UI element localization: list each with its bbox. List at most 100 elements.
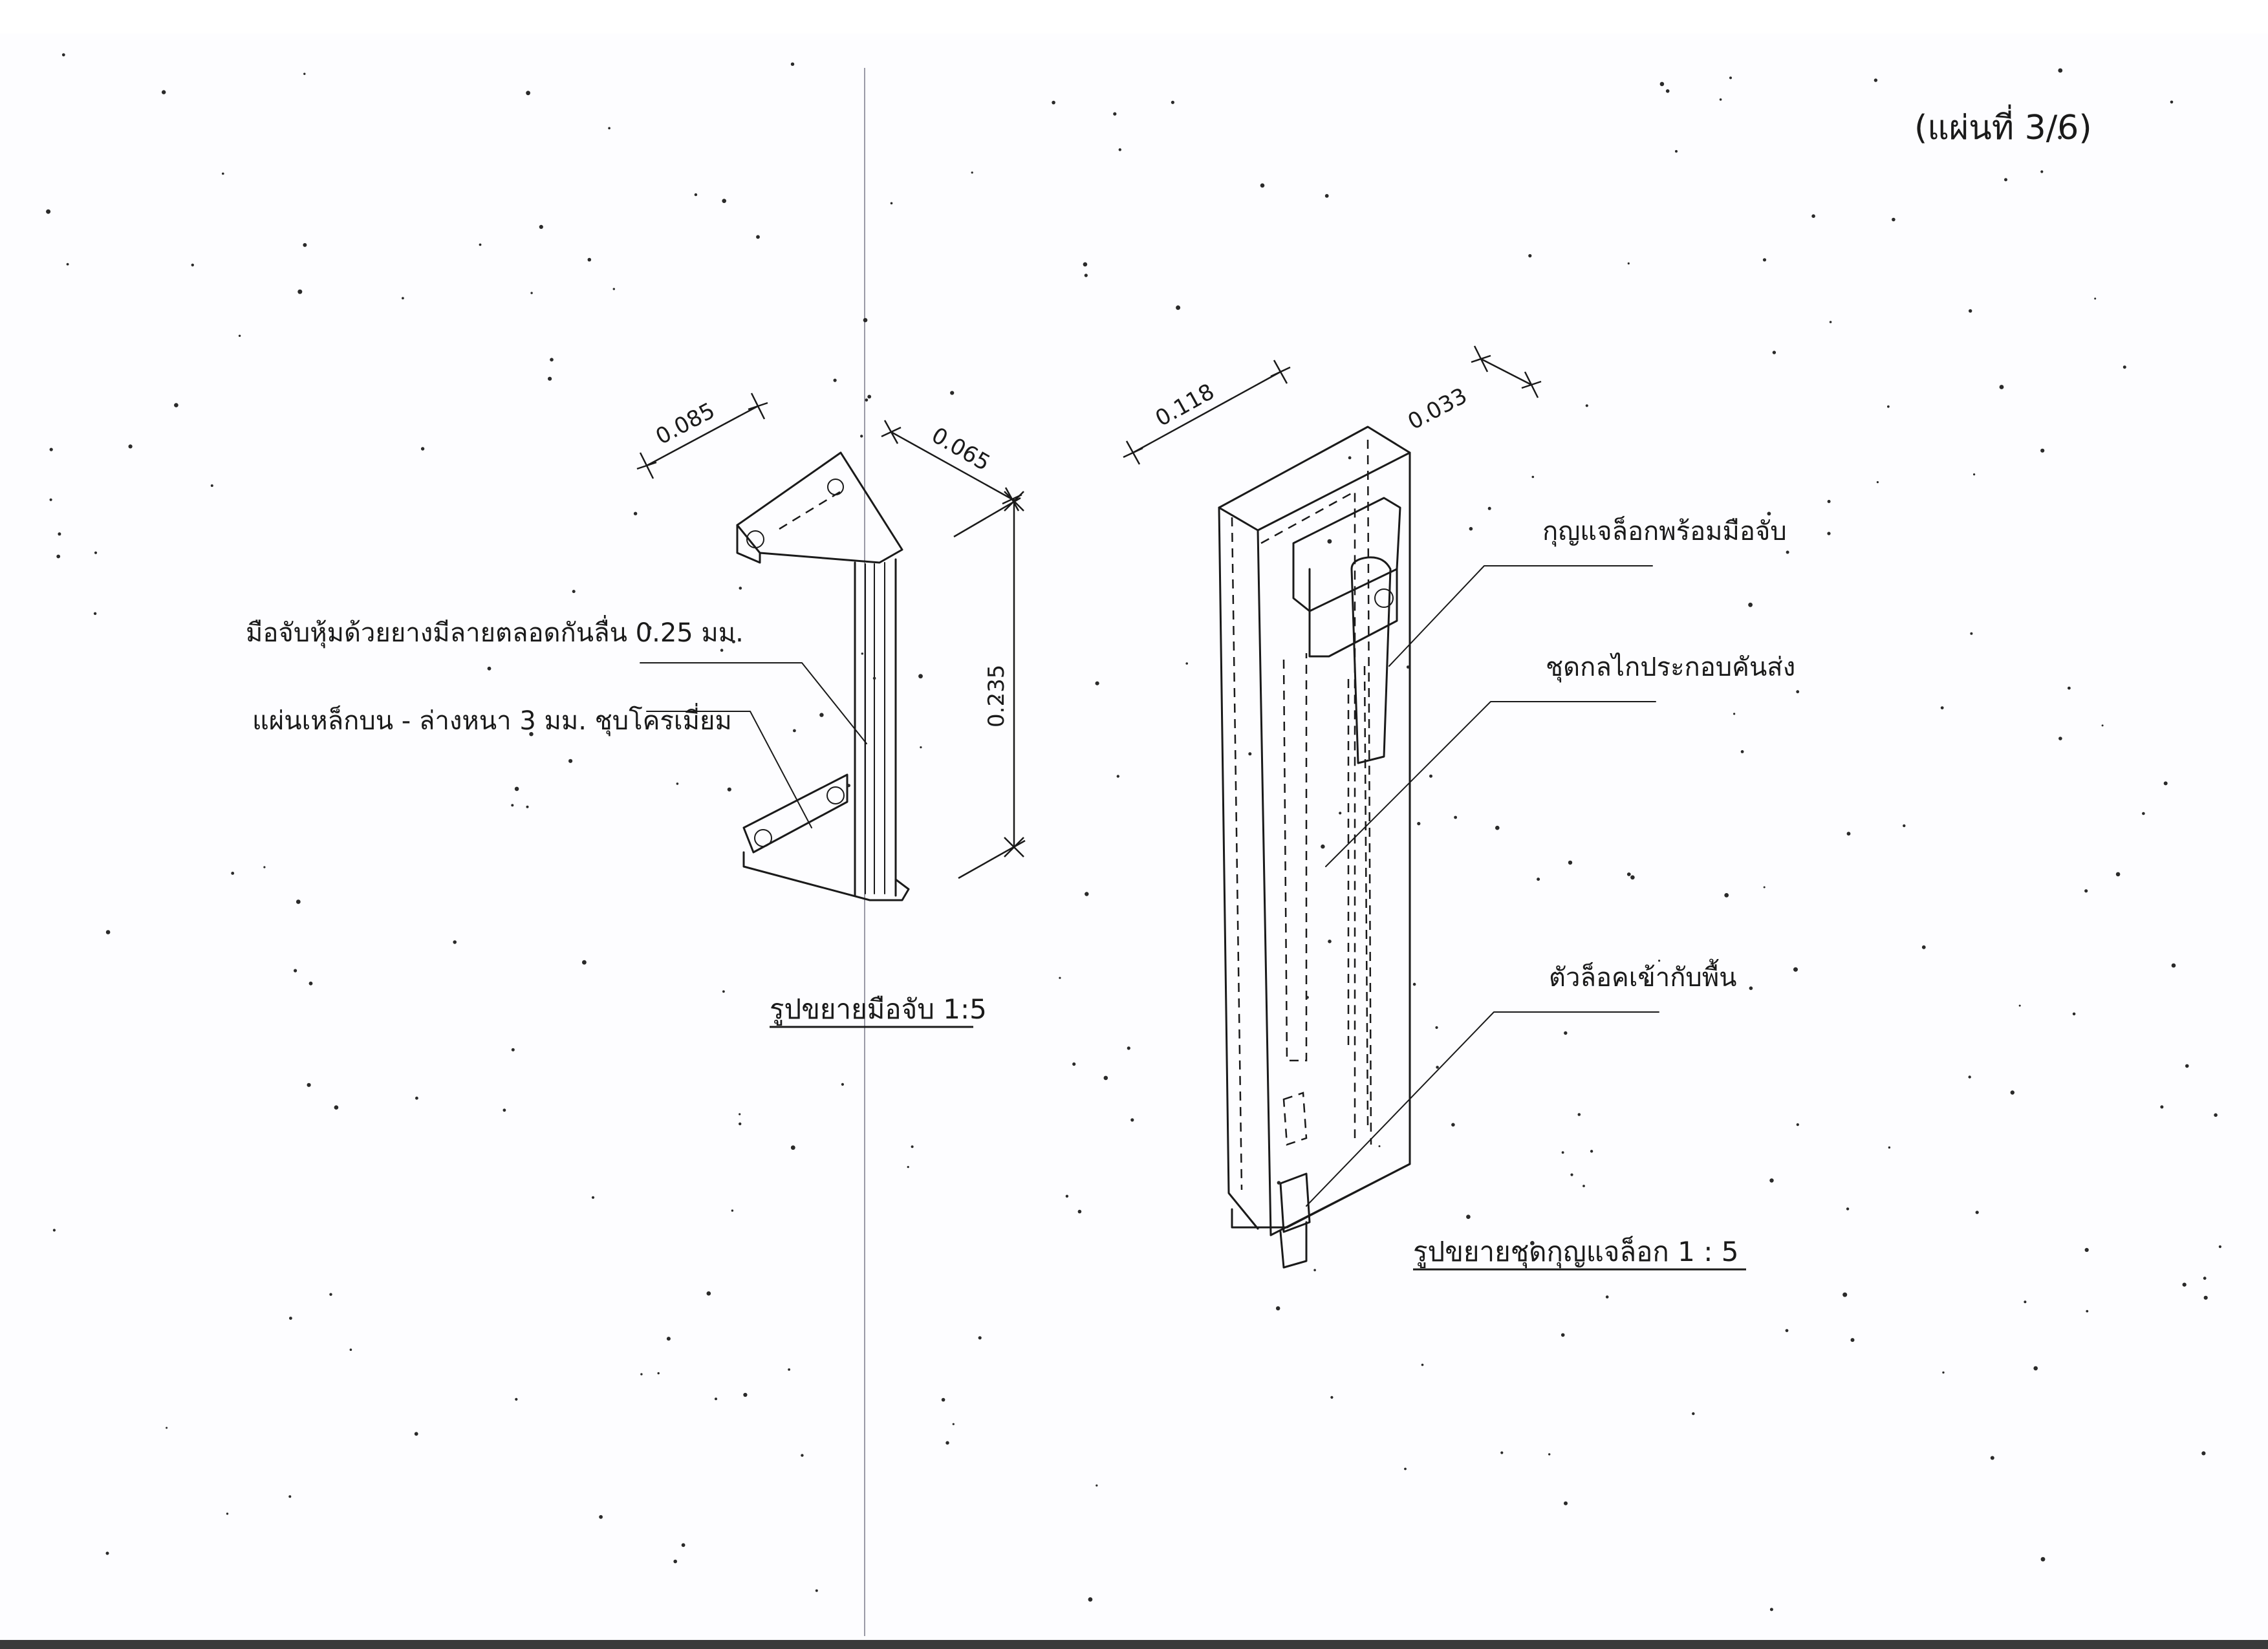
- speck: [1564, 1501, 1568, 1505]
- speck: [1417, 822, 1421, 826]
- speck: [790, 1145, 795, 1150]
- speck: [1769, 1608, 1773, 1611]
- speck: [2033, 1366, 2038, 1371]
- speck: [1059, 976, 1061, 979]
- speck: [1762, 258, 1767, 262]
- speck: [1829, 321, 1832, 323]
- speck: [867, 394, 872, 399]
- speck: [2086, 1310, 2089, 1313]
- speck: [2058, 135, 2062, 140]
- speck: [1531, 475, 1535, 479]
- speck: [1846, 832, 1851, 836]
- speck: [860, 435, 863, 438]
- speck: [46, 209, 51, 214]
- speck: [2122, 365, 2126, 369]
- speck: [288, 1495, 292, 1498]
- speck: [833, 378, 837, 382]
- speck: [1749, 986, 1753, 990]
- speck: [920, 746, 922, 749]
- speck: [1321, 844, 1325, 849]
- speck: [191, 263, 194, 266]
- speck: [1850, 1338, 1855, 1342]
- scan-noise: [46, 53, 2221, 1611]
- lock-hidden-block: [1282, 1092, 1308, 1146]
- speck: [801, 1454, 804, 1457]
- speck: [296, 900, 301, 904]
- speck: [226, 1513, 229, 1515]
- speck: [2182, 1282, 2187, 1287]
- speck: [1748, 602, 1753, 607]
- speck: [863, 318, 868, 323]
- speck: [1429, 774, 1432, 778]
- lock-hidden-outline: [1231, 439, 1372, 1191]
- speck: [793, 729, 796, 733]
- speck: [1095, 681, 1099, 685]
- speck: [1785, 1329, 1789, 1333]
- sheet-label: (แผ่นที่ 3/6): [1914, 104, 2092, 147]
- speck: [1435, 1026, 1438, 1029]
- speck: [1436, 1066, 1439, 1069]
- leader-lock: [1388, 565, 1653, 667]
- dim-text-0235: 0.235: [984, 665, 1010, 727]
- speck: [1827, 532, 1831, 535]
- speck: [515, 1397, 518, 1401]
- dim-line-0033: [1480, 358, 1532, 386]
- speck: [1729, 76, 1732, 80]
- speck: [2084, 889, 2088, 893]
- speck: [297, 289, 303, 294]
- handle-top-plate: [736, 451, 903, 564]
- speck: [2004, 178, 2007, 182]
- speck: [2115, 872, 2121, 877]
- speck: [1570, 1173, 1573, 1176]
- handle-bottom-bolt-hole-2: [826, 786, 845, 804]
- speck: [2163, 781, 2168, 786]
- speck: [49, 447, 53, 451]
- speck: [1627, 262, 1630, 264]
- speck: [1487, 506, 1491, 510]
- speck: [1077, 1209, 1082, 1214]
- speck: [676, 782, 679, 785]
- speck: [1085, 892, 1089, 896]
- speck: [329, 1293, 332, 1296]
- speck: [1605, 1295, 1609, 1299]
- speck: [2203, 1277, 2207, 1280]
- speck: [105, 930, 111, 934]
- speck: [548, 376, 552, 381]
- speck: [2101, 724, 2104, 727]
- speck: [128, 444, 133, 449]
- speck: [1561, 1333, 1565, 1337]
- speck: [1339, 812, 1342, 815]
- speck: [2040, 1557, 2046, 1562]
- leader-grip: [640, 662, 867, 744]
- speck: [1276, 1306, 1280, 1311]
- speck: [1719, 98, 1722, 101]
- speck: [599, 1514, 603, 1519]
- speck: [1767, 512, 1771, 516]
- speck: [2072, 1012, 2076, 1016]
- speck: [952, 1423, 955, 1425]
- leader-plate: [646, 711, 812, 828]
- speck: [1495, 825, 1500, 830]
- speck: [222, 172, 224, 175]
- speck: [539, 224, 543, 229]
- speck: [739, 587, 742, 590]
- speck: [1564, 1031, 1568, 1035]
- speck: [1740, 750, 1744, 753]
- lock-bottom-edge: [1269, 1163, 1411, 1236]
- speck: [1130, 1118, 1134, 1122]
- speck: [2084, 1247, 2089, 1252]
- speck: [1378, 1145, 1381, 1147]
- speck: [1171, 100, 1174, 104]
- speck: [608, 127, 610, 129]
- speck: [2094, 297, 2097, 300]
- scan-bottom-edge: [0, 1640, 2268, 1649]
- speck: [231, 872, 235, 875]
- speck: [847, 784, 850, 788]
- speck: [722, 990, 725, 993]
- speck: [950, 391, 955, 395]
- speck: [263, 866, 266, 868]
- speck: [2058, 68, 2063, 73]
- speck: [530, 292, 533, 294]
- speck: [1940, 706, 1944, 709]
